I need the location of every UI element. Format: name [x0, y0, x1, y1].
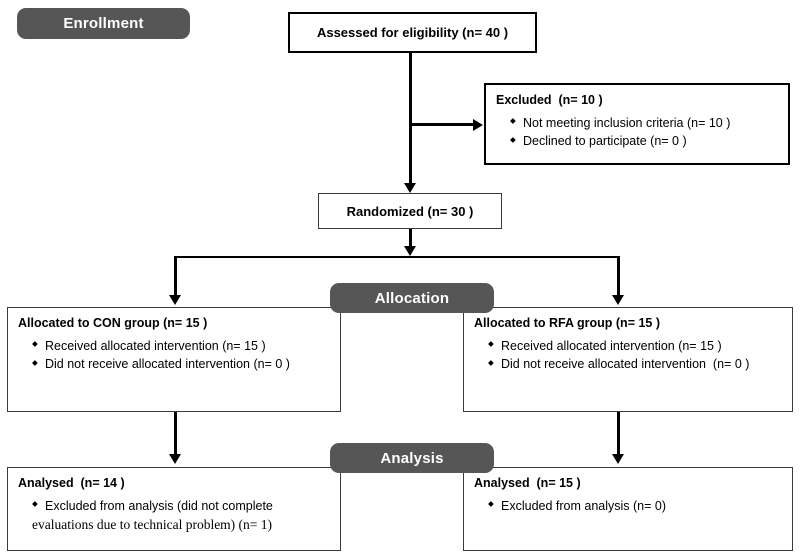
node-excluded-title: Excluded (n= 10 ) [496, 93, 603, 107]
connector-con-to-analysis [174, 412, 177, 457]
stage-banner-allocation-label: Allocation [374, 289, 450, 307]
node-allocated-con-bullets: Received allocated intervention (n= 15 )… [18, 337, 330, 375]
connector-randomized-stem [409, 229, 412, 250]
node-allocated-rfa-bullets: Received allocated intervention (n= 15 )… [474, 337, 782, 375]
connector-split-right-leg [617, 256, 620, 298]
arrow-randomized-split [404, 246, 416, 256]
connector-assessed-to-randomized [409, 53, 412, 184]
node-analysed-con-title: Analysed (n= 14 ) [18, 476, 125, 490]
list-item: Did not receive allocated intervention (… [32, 355, 330, 374]
list-item: Did not receive allocated intervention (… [488, 355, 782, 374]
node-analysed-con-bullet-line2: evaluations due to technical problem) (n… [32, 517, 273, 533]
arrow-to-excluded [473, 119, 483, 131]
node-allocated-con-title: Allocated to CON group (n= 15 ) [18, 316, 208, 330]
arrow-to-analysed-rfa [612, 454, 624, 464]
stage-banner-enrollment-label: Enrollment [63, 15, 144, 32]
arrow-to-randomized [404, 183, 416, 193]
list-item: Excluded from analysis (n= 0) [488, 497, 782, 516]
node-analysed-rfa: Analysed (n= 15 ) Excluded from analysis… [463, 467, 793, 551]
list-item: Received allocated intervention (n= 15 ) [32, 337, 330, 356]
node-analysed-rfa-title: Analysed (n= 15 ) [474, 476, 581, 490]
node-analysed-con: Analysed (n= 14 ) Excluded from analysis… [7, 467, 341, 551]
node-analysed-con-bullets: Excluded from analysis (did not complete… [18, 497, 330, 536]
node-assessed-for-eligibility-title: Assessed for eligibility (n= 40 ) [316, 25, 509, 40]
stage-banner-analysis: Analysis [330, 443, 494, 473]
node-excluded-bullets: Not meeting inclusion criteria (n= 10 ) … [496, 114, 778, 152]
node-allocated-rfa: Allocated to RFA group (n= 15 ) Received… [463, 307, 793, 412]
node-allocated-rfa-title: Allocated to RFA group (n= 15 ) [474, 316, 661, 330]
connector-branch-to-excluded [409, 123, 474, 126]
stage-banner-enrollment: Enrollment [17, 8, 190, 39]
stage-banner-allocation: Allocation [330, 283, 494, 313]
node-allocated-con: Allocated to CON group (n= 15 ) Received… [7, 307, 341, 412]
node-randomized: Randomized (n= 30 ) [318, 193, 502, 229]
list-item: Excluded from analysis (did not complete… [32, 497, 330, 536]
node-analysed-rfa-bullets: Excluded from analysis (n= 0) [474, 497, 782, 516]
connector-split-horizontal [174, 256, 620, 258]
stage-banner-analysis-label: Analysis [380, 449, 444, 467]
arrow-to-allocated-rfa [612, 295, 624, 305]
connector-rfa-to-analysis [617, 412, 620, 457]
list-item: Declined to participate (n= 0 ) [510, 132, 778, 151]
node-randomized-title: Randomized (n= 30 ) [346, 203, 474, 219]
list-item: Not meeting inclusion criteria (n= 10 ) [510, 114, 778, 133]
arrow-to-analysed-con [169, 454, 181, 464]
node-assessed-for-eligibility: Assessed for eligibility (n= 40 ) [288, 12, 537, 53]
node-excluded: Excluded (n= 10 ) Not meeting inclusion … [484, 83, 790, 165]
list-item: Received allocated intervention (n= 15 ) [488, 337, 782, 356]
connector-split-left-leg [174, 256, 177, 298]
node-analysed-con-bullet-line1: Excluded from analysis (did not complete [45, 498, 273, 513]
arrow-to-allocated-con [169, 295, 181, 305]
